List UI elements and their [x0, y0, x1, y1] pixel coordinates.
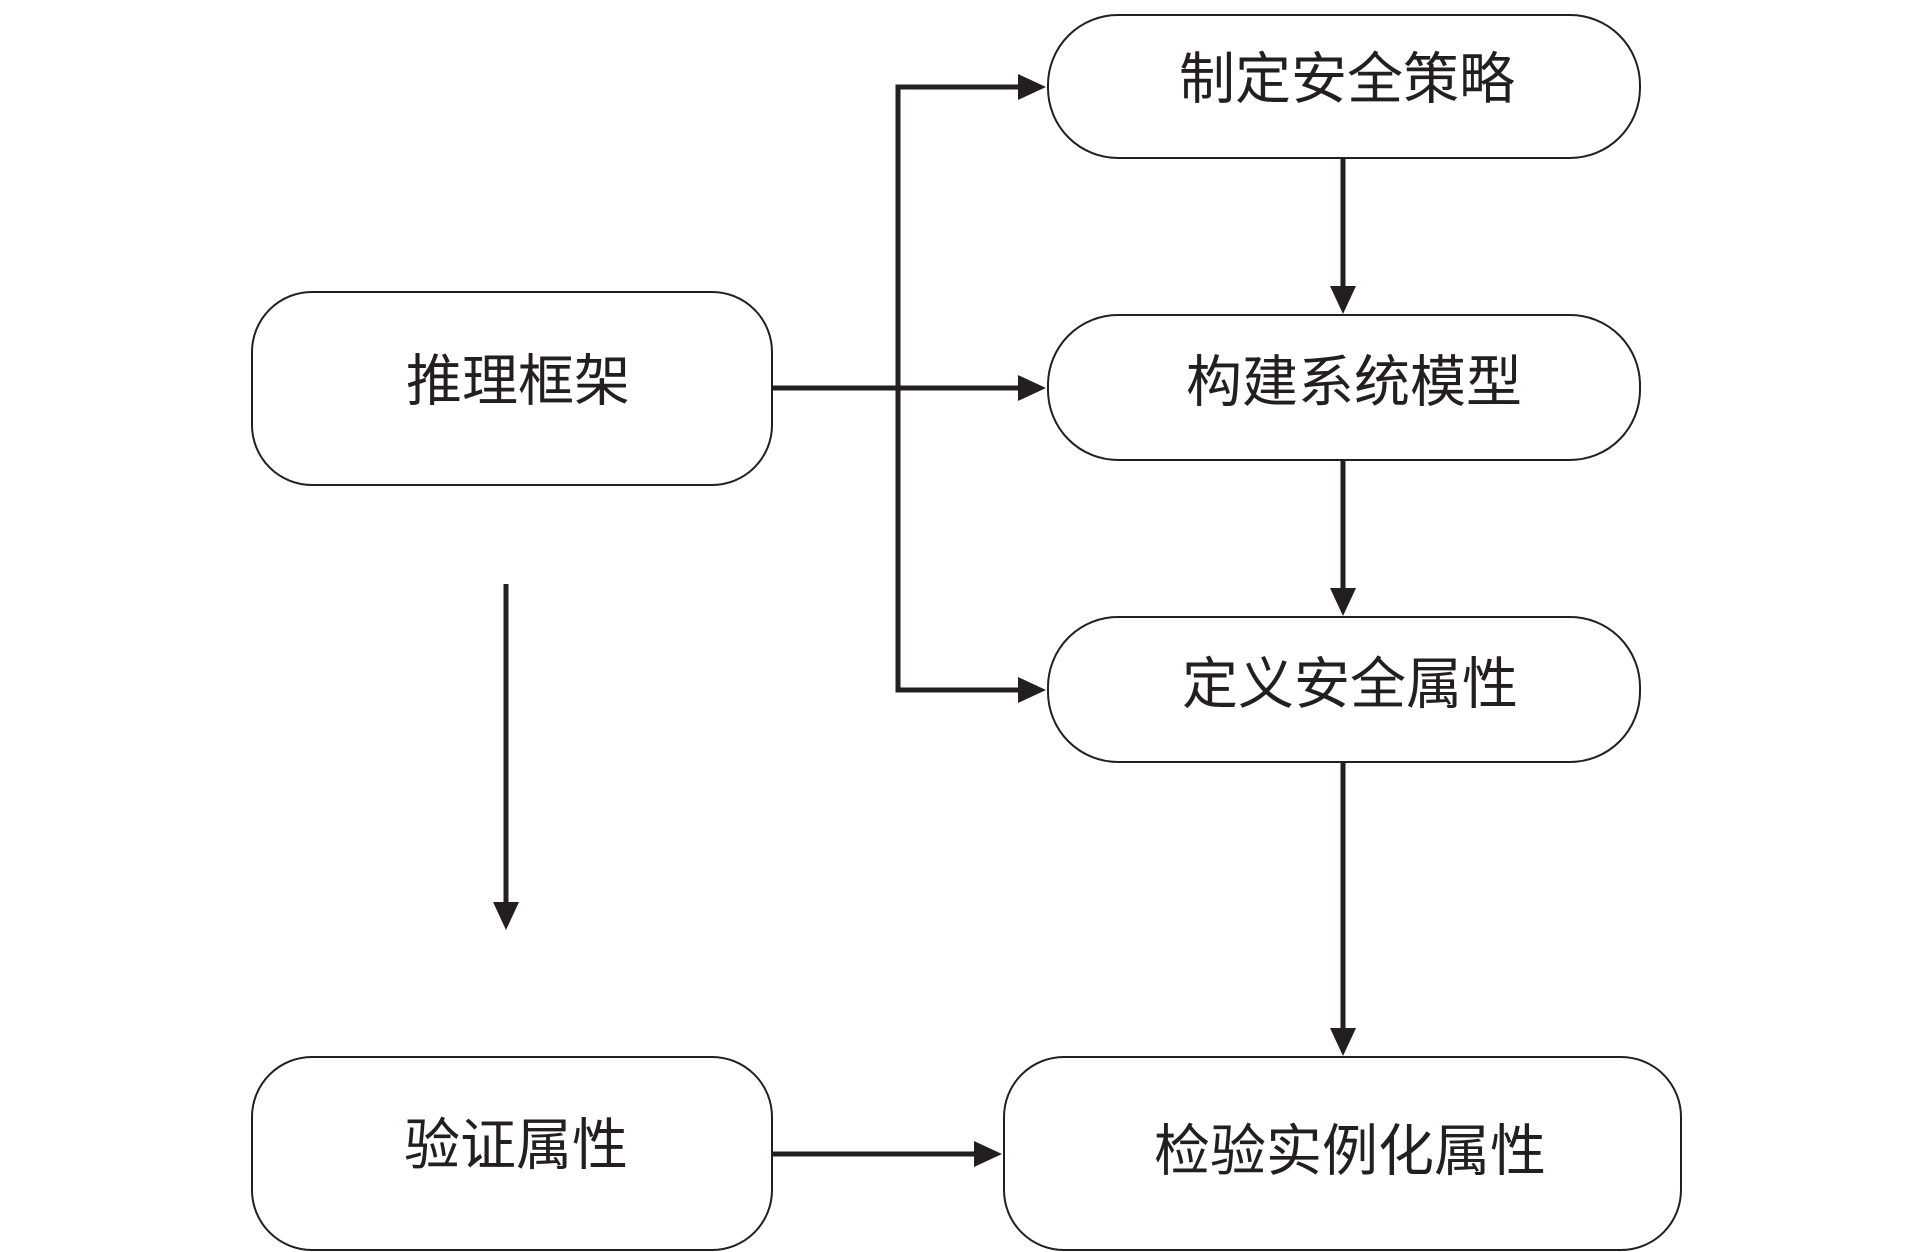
edge-arrowhead: [974, 1141, 1002, 1167]
edge-arrowhead: [1018, 74, 1046, 100]
edge-verify-props-to-check-props: [772, 1141, 1002, 1167]
edge-line: [895, 388, 1020, 693]
node-reasoning-label: 推理框架: [406, 350, 630, 415]
edge-line: [895, 84, 1020, 388]
edge-define-props-to-check-props: [1330, 762, 1356, 1056]
node-model-label: 构建系统模型: [1186, 351, 1522, 416]
node-check-props-label: 检验实例化属性: [1154, 1120, 1546, 1185]
edge-arrowhead: [493, 902, 519, 930]
node-check-props: 检验实例化属性: [1003, 1056, 1682, 1251]
edge-reasoning-to-define-props: [895, 388, 1046, 703]
edge-reasoning-to-policy: [895, 74, 1046, 388]
node-check-props-box: [1003, 1056, 1682, 1251]
node-verify-props: 验证属性: [251, 1056, 773, 1251]
edge-arrowhead: [1330, 286, 1356, 314]
edge-model-to-define-props: [1330, 460, 1356, 616]
edge-policy-to-model: [1330, 158, 1356, 314]
node-reasoning: 推理框架: [251, 291, 773, 486]
edge-reasoning-to-model: [772, 375, 1046, 401]
node-define-props-label: 定义安全属性: [1182, 653, 1518, 718]
edge-arrowhead: [1018, 375, 1046, 401]
edge-arrowhead: [1330, 588, 1356, 616]
edge-reasoning-to-verify-props: [493, 584, 519, 930]
edge-arrowhead: [1018, 677, 1046, 703]
node-policy: 制定安全策略: [1047, 14, 1641, 159]
node-policy-label: 制定安全策略: [1179, 48, 1515, 113]
node-verify-props-label: 验证属性: [404, 1114, 628, 1179]
node-model: 构建系统模型: [1047, 314, 1641, 461]
node-define-props: 定义安全属性: [1047, 616, 1641, 763]
edge-arrowhead: [1330, 1028, 1356, 1056]
